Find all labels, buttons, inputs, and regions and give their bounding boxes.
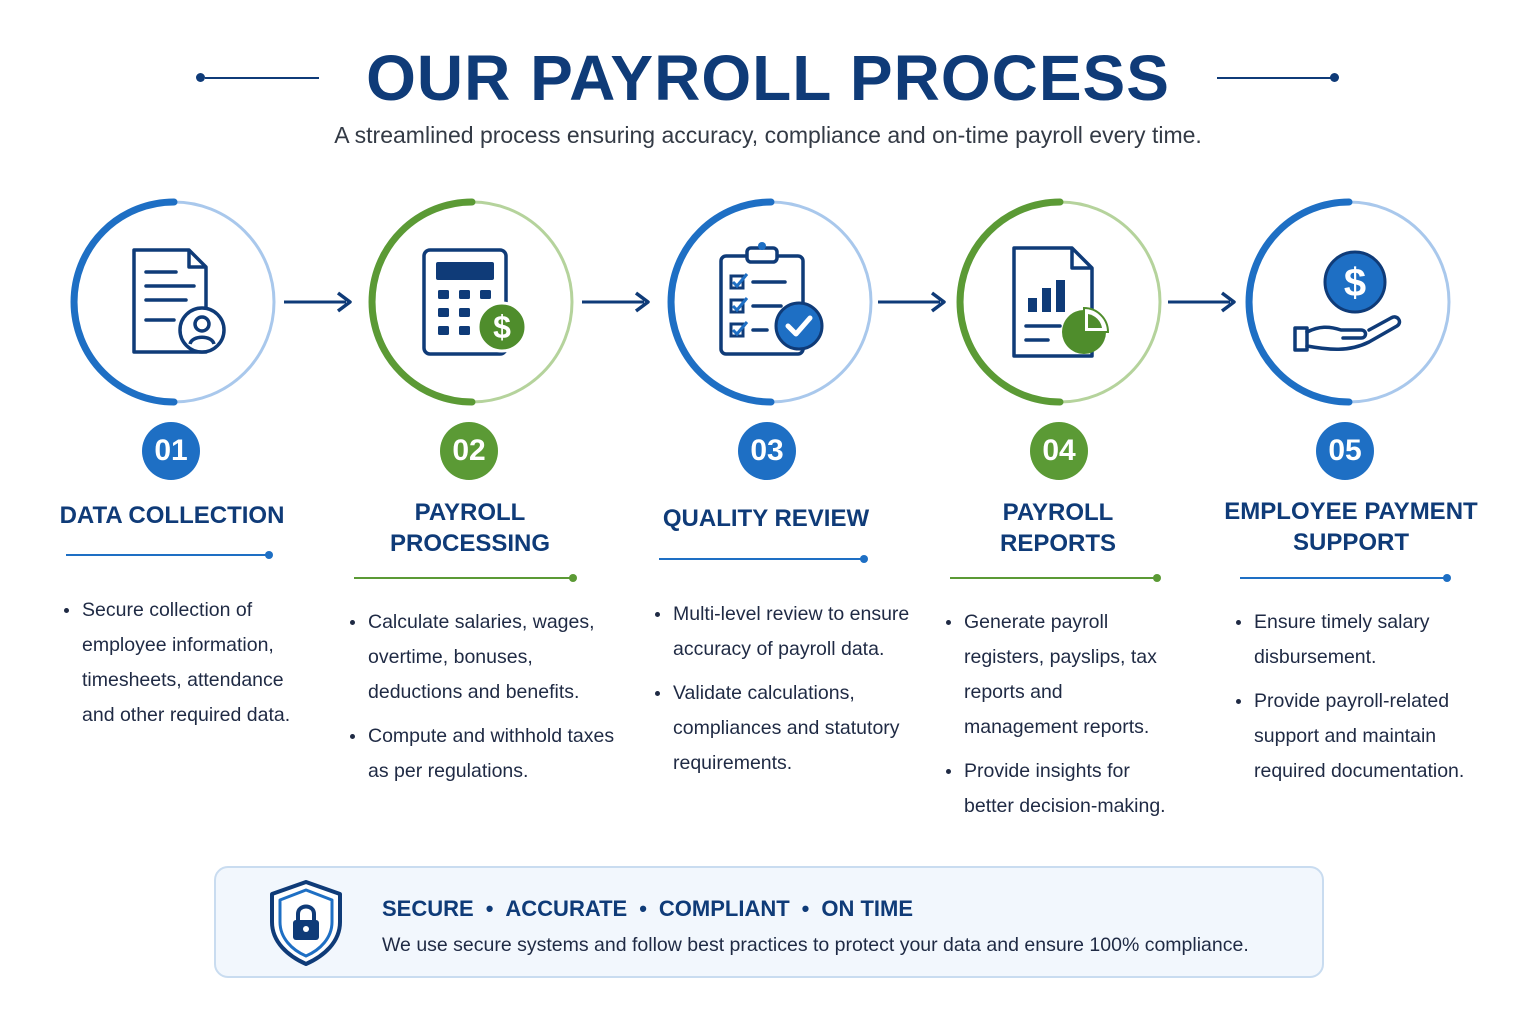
document-user-icon (114, 242, 234, 362)
step-ring: $ (1242, 195, 1456, 409)
title-dot-left (196, 73, 205, 82)
clipboard-check-icon (711, 242, 831, 362)
step-ring (67, 195, 281, 409)
step-ring: $ (365, 195, 579, 409)
step-title: EMPLOYEE PAYMENT SUPPORT (1196, 496, 1506, 558)
step-bullet-list: Multi-level review to ensure accuracy of… (653, 597, 915, 790)
step-number-badge: 03 (738, 422, 796, 480)
step-divider (354, 574, 577, 582)
step-divider (950, 574, 1161, 582)
step-data-collection: 01 DATA COLLECTION Secure collection of … (22, 195, 322, 835)
ring-icon (368, 198, 574, 406)
step-payroll-reports: 04 PAYROLL REPORTS Generate payroll regi… (908, 195, 1208, 835)
title-line-left (205, 77, 319, 79)
footer-tag-compliant: COMPLIANT (658, 896, 790, 921)
step-bullet-list: Calculate salaries, wages, overtime, bon… (348, 605, 616, 798)
report-chart-icon (1000, 242, 1120, 362)
step-number-badge: 02 (440, 422, 498, 480)
step-title: PAYROLL PROCESSING (320, 497, 620, 559)
list-item: Secure collection of employee informatio… (62, 593, 312, 733)
arrow-right-icon (582, 291, 650, 313)
footer-tag-accurate: ACCURATE (505, 896, 628, 921)
footer-description: We use secure systems and follow best pr… (382, 934, 1249, 956)
arrow-right-icon (878, 291, 946, 313)
svg-text:$: $ (1344, 261, 1366, 305)
list-item: Validate calculations, compliances and s… (653, 676, 915, 781)
step-bullet-list: Secure collection of employee informatio… (62, 593, 312, 742)
step-title-line2: PROCESSING (389, 530, 551, 557)
step-payroll-processing: $ 02 PAYROLL PROCESSING Calculate salari… (320, 195, 620, 835)
step-title-line1: QUALITY REVIEW (662, 505, 870, 532)
step-title: PAYROLL REPORTS (908, 497, 1208, 559)
step-divider (659, 555, 868, 563)
step-number-badge: 05 (1316, 422, 1374, 480)
shield-lock-icon (270, 880, 342, 966)
title-dot-right (1330, 73, 1339, 82)
ring-icon (70, 198, 276, 406)
step-title: QUALITY REVIEW (616, 503, 916, 534)
title-row: OUR PAYROLL PROCESS (0, 38, 1536, 118)
arrow-right-icon (284, 291, 352, 313)
title-line-right (1217, 77, 1331, 79)
hand-dollar-icon: $ (1289, 242, 1409, 362)
step-title-line1: EMPLOYEE PAYMENT (1224, 498, 1478, 525)
list-item: Generate payroll registers, payslips, ta… (944, 605, 1164, 745)
arrow-right-icon (1168, 291, 1236, 313)
footer-separator: • (801, 896, 810, 921)
step-bullet-list: Ensure timely salary disbursement. Provi… (1234, 605, 1502, 798)
page-subtitle: A streamlined process ensuring accuracy,… (334, 122, 1202, 148)
footer-banner: SECURE • ACCURATE • COMPLIANT • ON TIME We use… (214, 866, 1324, 978)
step-quality-review: 03 QUALITY REVIEW Multi-level review to … (616, 195, 916, 835)
step-title: DATA COLLECTION (22, 500, 322, 531)
list-item: Provide insights for better decision-mak… (944, 754, 1184, 824)
step-number-badge: 04 (1030, 422, 1088, 480)
step-ring (953, 195, 1167, 409)
footer-separator: • (485, 896, 494, 921)
list-item: Compute and withhold taxes as per regula… (348, 719, 616, 789)
step-ring (664, 195, 878, 409)
footer-separator: • (639, 896, 647, 921)
list-item: Ensure timely salary disbursement. (1234, 605, 1464, 675)
page-title: OUR PAYROLL PROCESS (366, 42, 1170, 114)
step-employee-payment-support: $ 05 EMPLOYEE PAYMENT SUPPORT Ensure tim… (1196, 195, 1506, 835)
step-bullet-list: Generate payroll registers, payslips, ta… (944, 605, 1206, 833)
svg-text:$: $ (493, 309, 511, 345)
step-title-line1: DATA COLLECTION (59, 502, 285, 529)
step-title-line1: PAYROLL (1002, 499, 1114, 526)
step-title-line1: PAYROLL (414, 499, 526, 526)
step-title-line2: REPORTS (999, 530, 1116, 557)
calculator-dollar-icon: $ (412, 242, 532, 362)
step-divider (1240, 574, 1451, 582)
step-number-badge: 01 (142, 422, 200, 480)
list-item: Provide payroll-related support and main… (1234, 684, 1484, 789)
footer-tag-secure: SECURE (382, 896, 474, 921)
list-item: Calculate salaries, wages, overtime, bon… (348, 605, 616, 710)
footer-tag-on-time: ON TIME (821, 896, 914, 921)
step-title-line2: SUPPORT (1292, 529, 1409, 556)
step-divider (66, 551, 273, 559)
list-item: Multi-level review to ensure accuracy of… (653, 597, 915, 667)
footer-tags: SECURE • ACCURATE • COMPLIANT • ON TIME (382, 895, 913, 923)
